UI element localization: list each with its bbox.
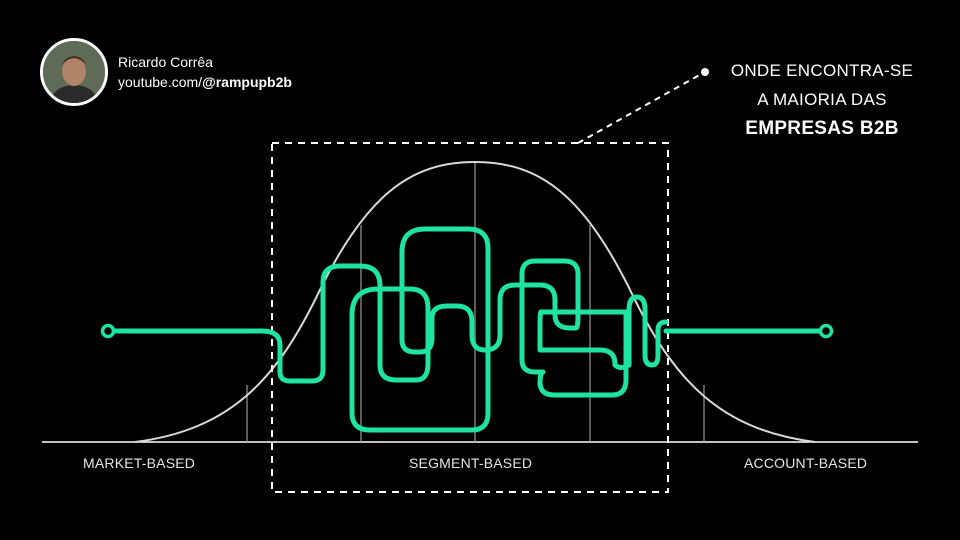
callout-line-2: A MAIORIA DAS — [757, 90, 887, 109]
end-node — [818, 323, 834, 339]
callout-pointer-dot — [701, 68, 709, 76]
channel-prefix: youtube.com/ — [118, 74, 203, 90]
label-segment-based: SEGMENT-BASED — [409, 455, 533, 471]
callout: ONDE ENCONTRA-SE A MAIORIA DAS EMPRESAS … — [712, 56, 932, 143]
label-account-based: ACCOUNT-BASED — [744, 455, 868, 471]
label-market-based: MARKET-BASED — [83, 455, 196, 471]
path-tangle — [277, 226, 669, 433]
bell-curve — [134, 160, 816, 443]
callout-pointer — [577, 72, 704, 144]
segment-box — [271, 142, 669, 493]
journey-path — [105, 226, 829, 433]
avatar-portrait — [43, 41, 105, 103]
author-card: Ricardo Corrêa youtube.com/@rampupb2b — [40, 38, 292, 106]
avatar — [40, 38, 108, 106]
callout-line-3: EMPRESAS B2B — [745, 118, 899, 139]
path-left-lead — [105, 328, 283, 348]
author-channel[interactable]: youtube.com/@rampupb2b — [118, 72, 292, 92]
start-node — [100, 323, 116, 339]
author-name: Ricardo Corrêa — [118, 54, 213, 70]
channel-handle: @rampupb2b — [202, 74, 292, 90]
callout-line-1: ONDE ENCONTRA-SE — [730, 61, 914, 80]
curve-gridlines — [246, 162, 705, 442]
